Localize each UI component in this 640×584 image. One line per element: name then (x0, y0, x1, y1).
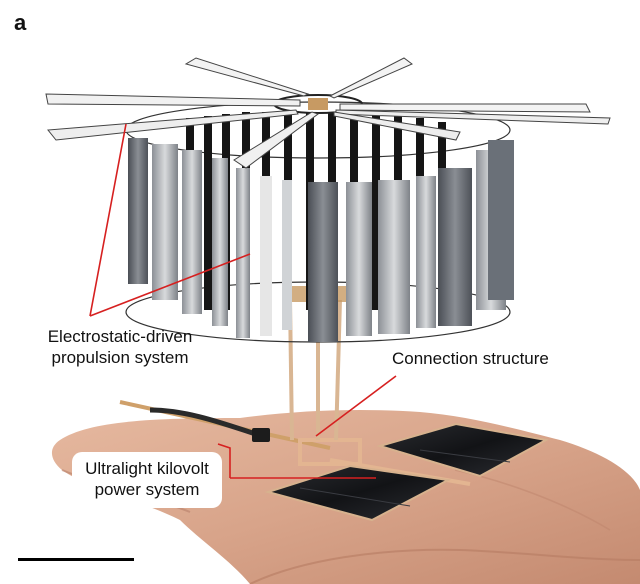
label-propulsion-line1: Electrostatic-driven (47, 327, 193, 346)
rotor-blades (45, 57, 611, 169)
leader-lines (89, 123, 397, 479)
label-connection-structure: Connection structure (392, 349, 549, 368)
scale-bar (18, 558, 134, 561)
label-propulsion-system: Electrostatic-driven propulsion system (30, 326, 210, 368)
label-power-line1: Ultralight kilovolt (85, 459, 209, 478)
propulsion-drum (125, 101, 514, 343)
solar-panels (264, 422, 549, 522)
panel-label: a (14, 10, 27, 35)
label-propulsion-line2: propulsion system (51, 348, 189, 367)
label-power-line2: power system (94, 480, 200, 499)
label-power-system: Ultralight kilovolt power system (72, 452, 222, 508)
